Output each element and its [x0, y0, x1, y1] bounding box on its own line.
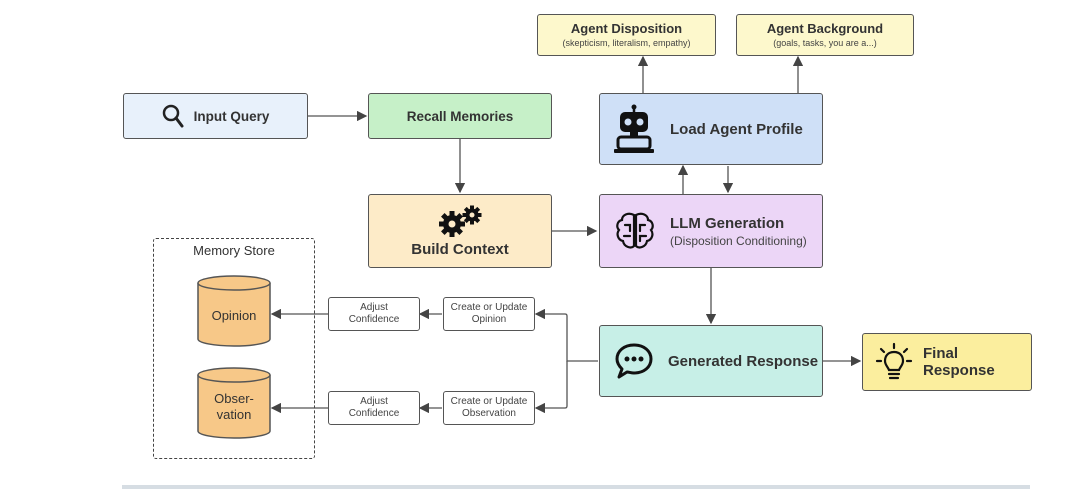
final-response-line1: Final	[923, 345, 959, 362]
adjust-confidence-observation-box: Adjust Confidence	[328, 391, 420, 425]
agent-disposition-box: Agent Disposition (skepticism, literalis…	[537, 14, 716, 56]
llm-generation-subtitle: (Disposition Conditioning)	[670, 233, 807, 248]
observation-label-line1: Obser-	[214, 391, 254, 406]
create-update-opinion-box: Create or Update Opinion	[443, 297, 535, 331]
llm-generation-title: LLM Generation	[670, 214, 785, 232]
create-update-observation-line2: Observation	[462, 408, 516, 419]
recall-memories-label: Recall Memories	[406, 108, 514, 124]
opinion-label: Opinion	[211, 308, 257, 323]
final-response-line2: Response	[923, 362, 995, 379]
input-query-box: Input Query	[123, 93, 308, 139]
memory-store-container: Memory Store	[153, 238, 315, 459]
brain-icon	[616, 212, 654, 249]
gears-icon	[439, 205, 482, 237]
create-update-opinion-line1: Create or Update	[450, 302, 528, 313]
create-update-observation-line1: Create or Update	[450, 396, 528, 407]
arrow-response-observation	[534, 361, 568, 414]
load-agent-profile-label: Load Agent Profile	[670, 120, 803, 138]
observation-cylinder: Obser- vation	[197, 367, 271, 439]
adjust-confidence-opinion-box: Adjust Confidence	[328, 297, 420, 331]
chat-bubble-icon	[615, 343, 653, 379]
agent-background-title: Agent Background	[766, 21, 884, 37]
agent-background-box: Agent Background (goals, tasks, you are …	[736, 14, 914, 56]
lightbulb-icon	[875, 342, 913, 380]
opinion-cylinder: Opinion	[197, 275, 271, 347]
adjust-confidence-opinion-line2: Confidence	[348, 314, 400, 325]
create-update-opinion-line2: Opinion	[471, 314, 507, 325]
generated-response-label: Generated Response	[668, 352, 819, 370]
adjust-confidence-opinion-line1: Adjust	[360, 302, 388, 313]
memory-store-title: Memory Store	[193, 243, 275, 258]
final-response-box: Final Response	[862, 333, 1032, 391]
adjust-confidence-observation-line2: Confidence	[348, 408, 400, 419]
agent-disposition-title: Agent Disposition	[570, 21, 683, 37]
load-agent-profile-box: Load Agent Profile	[599, 93, 823, 165]
robot-icon	[614, 104, 654, 153]
agent-background-subtitle: (goals, tasks, you are a...)	[773, 38, 877, 49]
recall-memories-box: Recall Memories	[368, 93, 552, 139]
input-query-label: Input Query	[193, 108, 270, 124]
observation-label-line2: vation	[216, 407, 252, 423]
adjust-confidence-observation-line1: Adjust	[360, 396, 388, 407]
search-icon	[162, 104, 184, 128]
build-context-box: Build Context	[368, 194, 552, 268]
build-context-label: Build Context	[411, 240, 509, 258]
llm-generation-box: LLM Generation (Disposition Conditioning…	[599, 194, 823, 268]
arrow-response-opinion	[534, 308, 598, 362]
agent-disposition-subtitle: (skepticism, literalism, empathy)	[562, 38, 691, 49]
generated-response-box: Generated Response	[599, 325, 823, 397]
create-update-observation-box: Create or Update Observation	[443, 391, 535, 425]
